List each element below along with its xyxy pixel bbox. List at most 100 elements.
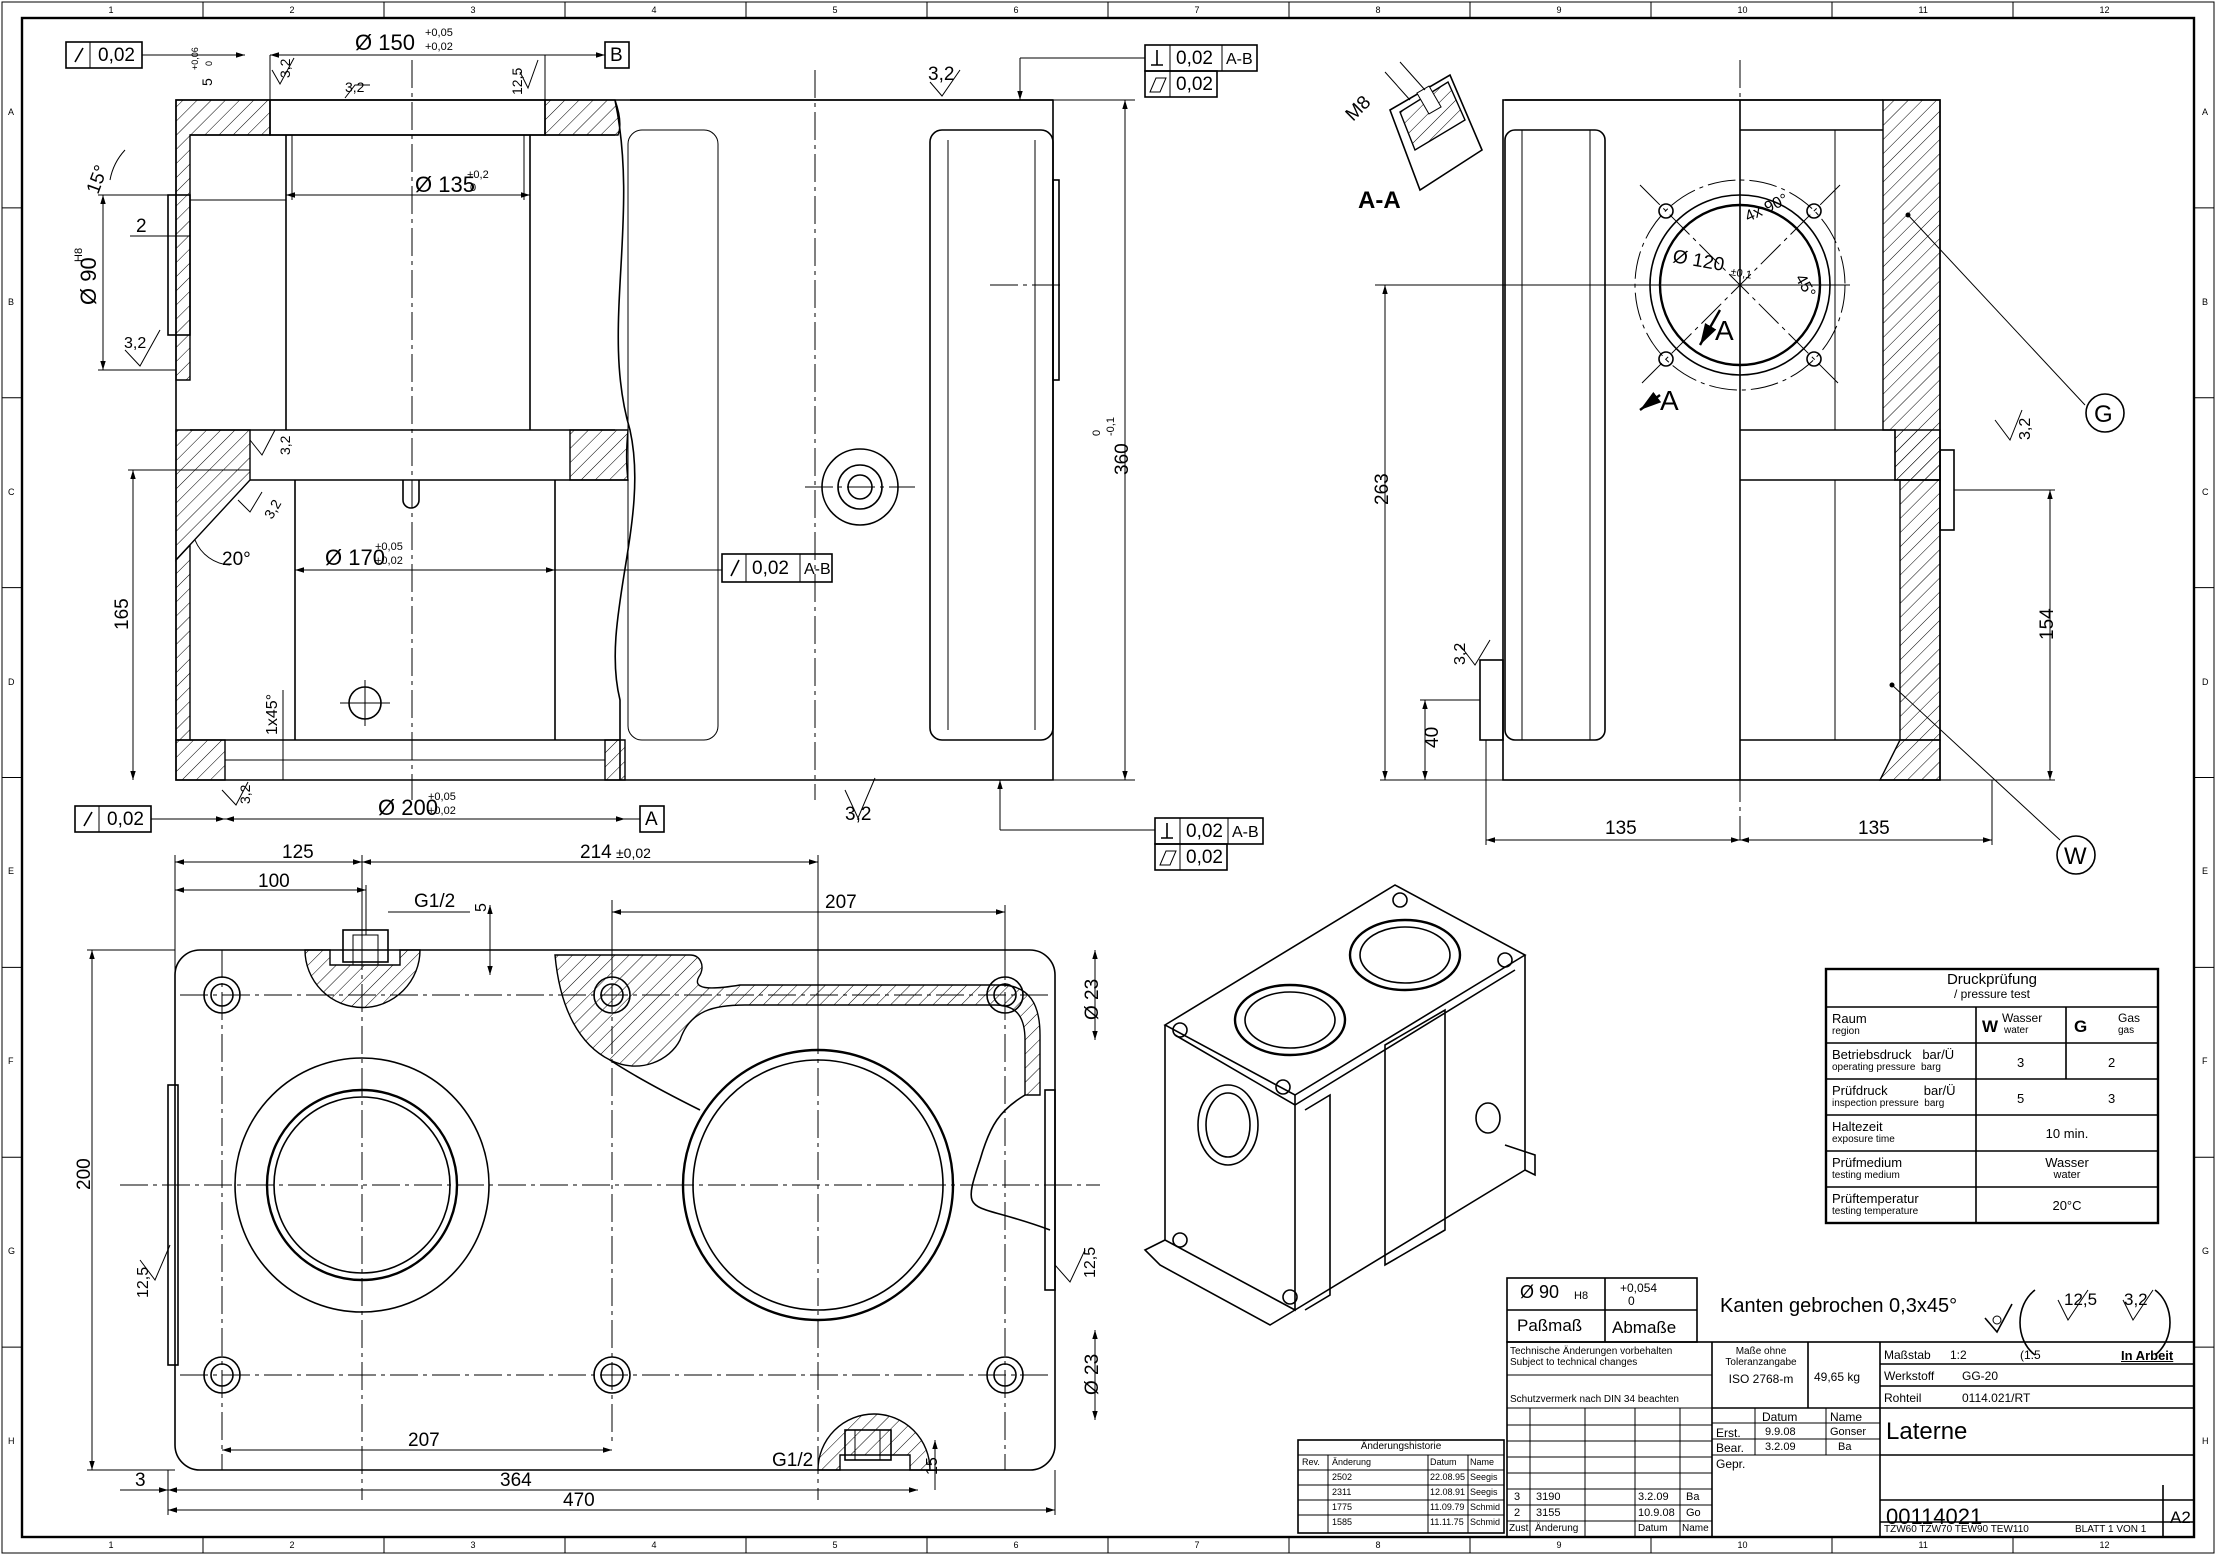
roughness-symbol: 3,2 xyxy=(928,64,961,97)
roughness-value: 3,2 xyxy=(124,335,146,352)
thread-g12-bot: G1/2 xyxy=(772,1450,813,1471)
top-view-dimensions: 125 214 ±0,02 100 G1/2 5 207 Ø 23 200 12… xyxy=(74,842,1103,1515)
dim-214: 214 xyxy=(580,842,612,863)
angle-20: 20° xyxy=(222,549,251,570)
dim-23-top: Ø 23 xyxy=(1082,979,1103,1020)
datum-b: B xyxy=(610,45,623,66)
dim-200-top: 200 xyxy=(74,1158,95,1190)
balloon-w: W xyxy=(2064,843,2087,870)
roughness-value: 3,2 xyxy=(277,58,293,78)
tol-lower: 0 xyxy=(204,61,214,66)
roughness-value: 12,5 xyxy=(135,1267,152,1298)
dim-207-top: 207 xyxy=(825,892,857,913)
dim-15: 15 xyxy=(924,1457,941,1475)
roughness-symbol: 3,2 xyxy=(271,57,295,86)
gdt-perp-bot: 0,02 xyxy=(1186,821,1223,842)
section-mark-a-1: A xyxy=(1715,315,1734,346)
angle-45: 45° xyxy=(1792,272,1819,301)
front-section-view xyxy=(167,60,1060,800)
roughness-symbol: 3,2 xyxy=(249,429,293,456)
tol-upper: +0,05 xyxy=(375,541,403,553)
dim-125: 125 xyxy=(282,842,314,863)
roughness-symbol: 3,2 xyxy=(124,329,161,367)
dim-40: 40 xyxy=(1422,727,1443,748)
roughness-value: 3,2 xyxy=(345,79,365,95)
gdt-datum: A-B xyxy=(804,561,831,578)
dim-3: 3 xyxy=(135,1470,146,1491)
gdt-flat-bot: 0,02 xyxy=(1186,847,1223,868)
dim-bore-135: Ø 135 xyxy=(415,172,475,197)
roughness-value: 12,5 xyxy=(1082,1247,1099,1278)
dim-23-bot: Ø 23 xyxy=(1082,1354,1103,1395)
roughness-value: 3,2 xyxy=(1452,643,1469,665)
gdt-perp-top: 0,02 xyxy=(1176,48,1213,69)
dim-90: Ø 90 xyxy=(76,257,101,305)
roughness-symbol: 12,5 xyxy=(509,59,539,95)
dim-100: 100 xyxy=(258,871,290,892)
tol-lower: -0,1 xyxy=(1105,417,1117,436)
dim-364: 364 xyxy=(500,1470,532,1491)
dim-bore-170: Ø 170 xyxy=(325,545,385,570)
front-view-dimensions: 0,02 B Ø 150 +0,05 +0,02 5 +0,06 0 3,2 3… xyxy=(65,27,876,833)
dim-165: 165 xyxy=(112,598,133,630)
roughness-value: 3,2 xyxy=(261,496,285,521)
fit-class: H8 xyxy=(73,248,85,262)
change-history-table xyxy=(1297,1439,1505,1534)
right-view: Ø 120 ±0,1 4x 90° 45° A A G W 263 40 3,2… xyxy=(1372,60,2125,875)
surface-finish-note xyxy=(1984,1289,2171,1356)
dim-263: 263 xyxy=(1372,473,1393,505)
thread-m8: M8 xyxy=(1342,92,1376,126)
dim-5: 5 xyxy=(199,78,215,86)
gdt-datum: A-B xyxy=(1226,51,1253,68)
top-view xyxy=(120,900,1100,1500)
roughness-value: 3,2 xyxy=(237,784,253,804)
side-view-dimensions: 3,2 0,02 A-B 0,02 360 0 -0,1 0,02 A-B 0,… xyxy=(928,44,1264,871)
section-aa-label: A-A xyxy=(1358,187,1401,214)
roughness-symbol: 3,2 xyxy=(1452,639,1491,666)
angle-15: 15° xyxy=(83,163,113,197)
pressure-test-table xyxy=(1824,967,2160,1225)
roughness-symbol: 12,5 xyxy=(1054,1247,1099,1283)
datum-a: A xyxy=(645,809,658,830)
tol-lower: +0,02 xyxy=(425,41,453,53)
dim-154: 154 xyxy=(2037,608,2058,640)
section-aa-detail: M8 A-A xyxy=(1342,61,1484,214)
gdt-runout-mid: 0,02 xyxy=(752,558,789,579)
tol-upper: +0,2 xyxy=(467,169,489,181)
dim-360: 360 xyxy=(1112,443,1133,475)
tol-upper: +0,05 xyxy=(428,791,456,803)
dim-2: 2 xyxy=(136,216,147,237)
dim-135-right: 135 xyxy=(1858,818,1890,839)
roughness-value: 3,2 xyxy=(277,435,293,455)
tol-upper: 0 xyxy=(1091,430,1103,436)
tol-upper: +0,06 xyxy=(190,47,200,70)
tol-lower: +0,02 xyxy=(428,805,456,817)
roughness-value: 12,5 xyxy=(509,68,525,95)
section-mark-a-2: A xyxy=(1660,385,1679,416)
tol: ±0,1 xyxy=(1729,266,1752,282)
tol-lower: 0 xyxy=(470,182,476,194)
gdt-datum: A-B xyxy=(1232,824,1259,841)
dim-207-bot: 207 xyxy=(408,1430,440,1451)
tol-lower: +0,02 xyxy=(375,555,403,567)
isometric-view xyxy=(1143,884,1536,1326)
dim-135-left: 135 xyxy=(1605,818,1637,839)
gdt-runout-bot: 0,02 xyxy=(107,809,144,830)
dim-5-top: 5 xyxy=(473,903,490,912)
dim-470: 470 xyxy=(563,1490,595,1511)
fit-table xyxy=(1506,1277,1698,1343)
tol-upper: +0,05 xyxy=(425,27,453,39)
roughness-value: 3,2 xyxy=(845,804,871,825)
roughness-symbol: 3,2 xyxy=(1994,409,2034,442)
roughness-symbol: 3,2 xyxy=(221,781,253,806)
dim-bore-200: Ø 200 xyxy=(378,795,438,820)
gdt-runout-top: 0,02 xyxy=(98,45,135,66)
title-block xyxy=(1506,1341,2195,1538)
roughness-symbol: 3,2 xyxy=(237,491,285,522)
roughness-symbol: 12,5 xyxy=(135,1244,171,1298)
thread-g12-top: G1/2 xyxy=(414,891,455,912)
dim-bore-120: Ø 120 xyxy=(1671,246,1726,276)
chamfer-1x45: 1x45° xyxy=(264,694,281,735)
